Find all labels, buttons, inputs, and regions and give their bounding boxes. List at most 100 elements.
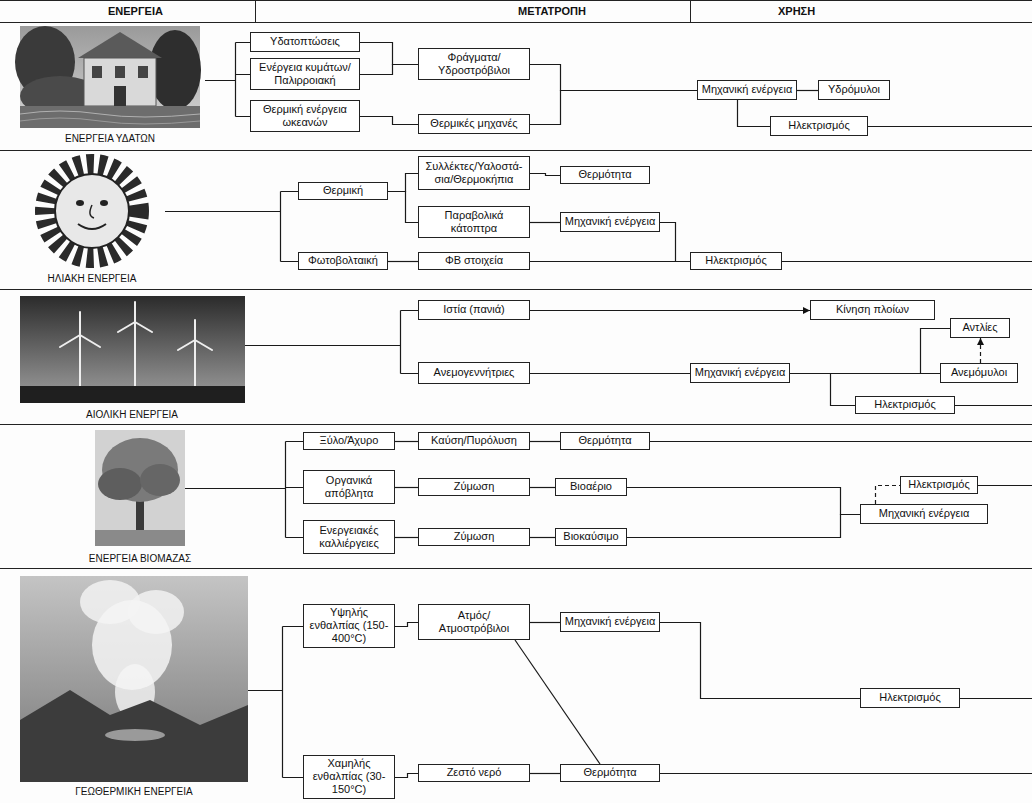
energy-box: Θερμικές μηχανές bbox=[418, 114, 530, 134]
energy-box: Κίνηση πλοίων bbox=[810, 300, 935, 320]
box-text: Μηχανική ενέργεια bbox=[879, 507, 970, 520]
energy-box: Θερμότητα bbox=[560, 764, 660, 782]
box-text: Θερμική bbox=[323, 184, 363, 197]
flow-connector bbox=[876, 486, 901, 505]
energy-box: Αντλίες bbox=[950, 318, 1010, 338]
flow-connector bbox=[530, 441, 560, 442]
image-caption: ΗΛΙΑΚΗ ΕΝΕΡΓΕΙΑ bbox=[48, 273, 137, 285]
box-text: Οργανικά απόβλητα bbox=[307, 474, 391, 500]
biomass-illustration bbox=[95, 430, 185, 546]
box-text: Βιοκαύσιμο bbox=[563, 530, 618, 543]
energy-box: Βιοαέριο bbox=[555, 478, 627, 496]
image-caption: ΕΝΕΡΓΕΙΑ ΥΔΑΤΩΝ bbox=[65, 133, 155, 145]
box-text: Θερμική ενέργεια ωκεανών bbox=[254, 103, 356, 129]
flow-connector bbox=[530, 91, 697, 125]
energy-box: Ζύμωση bbox=[418, 528, 530, 546]
box-text: Συλλέκτες/Υαλοστά- σια/Θερμοκήπια bbox=[422, 160, 526, 186]
flow-connector bbox=[395, 537, 418, 538]
box-text: Κίνηση πλοίων bbox=[836, 303, 909, 316]
box-text: Ζύμωση bbox=[454, 480, 495, 493]
flow-connector bbox=[360, 43, 418, 65]
energy-box: Ζύμωση bbox=[418, 478, 530, 496]
energy-box: Ξύλο/Άχυρο bbox=[303, 432, 395, 450]
flow-connector bbox=[395, 487, 418, 488]
box-text: Υδατοπτώσεις bbox=[270, 35, 340, 48]
box-text: Μηχανική ενέργεια bbox=[695, 366, 786, 379]
box-text: Θερμότητα bbox=[578, 168, 631, 181]
energy-box: Μηχανική ενέργεια bbox=[560, 612, 660, 632]
box-text: Παραβολικά κάτοπτρα bbox=[422, 209, 526, 235]
flow-connector bbox=[530, 65, 697, 91]
energy-box: Βιοκαύσιμο bbox=[555, 528, 627, 546]
flow-connector bbox=[797, 90, 818, 91]
energy-box: Μηχανική ενέργεια bbox=[697, 80, 797, 100]
energy-box: Υδρόμυλοι bbox=[818, 80, 890, 100]
energy-box: Ζεστό νερό bbox=[418, 764, 530, 782]
energy-box: Υδατοπτώσεις bbox=[250, 32, 360, 52]
box-text: Θερμότητα bbox=[583, 766, 636, 779]
flow-connector bbox=[660, 223, 690, 262]
box-text: Βιοαέριο bbox=[570, 480, 612, 493]
box-text: Ηλεκτρισμός bbox=[788, 119, 849, 132]
image-caption: ΓΕΩΘΕΡΜΙΚΗ ΕΝΕΡΓΕΙΑ bbox=[75, 786, 192, 798]
flow-connector bbox=[627, 515, 860, 538]
energy-box: Θερμότητα bbox=[560, 166, 650, 184]
source-bracket bbox=[245, 311, 418, 374]
box-text: Χαμηλής ενθαλπίας (30-150°C) bbox=[307, 757, 391, 797]
flow-connector bbox=[790, 329, 950, 374]
flow-connector bbox=[627, 488, 860, 515]
column-heading: ΧΡΗΣΗ bbox=[778, 5, 815, 18]
box-text: Ξύλο/Άχυρο bbox=[320, 434, 379, 447]
exit-line bbox=[868, 126, 1032, 127]
box-text: Ατμός/ Ατμοστρόβιλοι bbox=[422, 609, 526, 635]
box-text: Υψηλής ενθαλπίας (150-400°C) bbox=[307, 606, 391, 646]
flow-connector bbox=[515, 640, 600, 764]
column-heading: ΕΝΕΡΓΕΙΑ bbox=[108, 5, 163, 18]
box-text: Καύση/Πυρόλυση bbox=[431, 434, 517, 447]
box-text: Ενέργεια κυμάτων/ Παλιρροιακή bbox=[254, 61, 356, 87]
exit-line bbox=[660, 773, 1032, 774]
flow-connector bbox=[530, 261, 690, 262]
box-text: ΦΒ στοιχεία bbox=[445, 254, 503, 267]
exit-line bbox=[782, 261, 1032, 262]
image-caption: ΕΝΕΡΓΕΙΑ ΒΙΟΜΑΖΑΣ bbox=[89, 553, 191, 565]
energy-box: Ηλεκτρισμός bbox=[860, 688, 960, 708]
brackets-and-exits bbox=[165, 43, 1032, 778]
box-text: Μηχανική ενέργεια bbox=[565, 215, 656, 228]
source-bracket bbox=[248, 627, 303, 778]
exit-line bbox=[978, 485, 1032, 486]
energy-box: Θερμότητα bbox=[560, 432, 650, 450]
energy-box: Ηλεκτρισμός bbox=[770, 116, 868, 136]
flow-connector bbox=[530, 174, 560, 176]
exit-line bbox=[960, 698, 1032, 699]
flow-connector bbox=[395, 774, 418, 778]
energy-box: Υψηλής ενθαλπίας (150-400°C) bbox=[303, 604, 395, 648]
energy-box: Φράγματα/ Υδροστρόβιλοι bbox=[418, 48, 530, 80]
exit-line bbox=[955, 405, 1032, 406]
energy-box: Οργανικά απόβλητα bbox=[303, 470, 395, 504]
table-frame bbox=[0, 0, 1032, 569]
energy-box: Μηχανική ενέργεια bbox=[560, 212, 660, 232]
flow-connector bbox=[530, 310, 810, 311]
energy-box: Συλλέκτες/Υαλοστά- σια/Θερμοκήπια bbox=[418, 156, 530, 190]
flow-connector bbox=[530, 487, 555, 488]
box-text: Ανεμογεννήτριες bbox=[434, 366, 515, 379]
image-caption: ΑΙΟΛΙΚΗ ΕΝΕΡΓΕΙΑ bbox=[86, 409, 178, 421]
flow-connector bbox=[738, 100, 771, 127]
flow-connector bbox=[388, 261, 418, 262]
energy-box: ΦΒ στοιχεία bbox=[418, 252, 530, 270]
box-text: Φωτοβολταική bbox=[308, 254, 378, 267]
flow-connector bbox=[790, 374, 855, 406]
energy-box: Ανεμόμυλοι bbox=[940, 363, 1018, 383]
flow-connector bbox=[360, 65, 418, 75]
energy-box: Χαμηλής ενθαλπίας (30-150°C) bbox=[303, 755, 395, 799]
exit-line bbox=[650, 441, 1032, 442]
sun-illustration bbox=[45, 164, 139, 258]
box-text: Αντλίες bbox=[962, 321, 997, 334]
energy-box: Ανεμογεννήτριες bbox=[418, 362, 530, 384]
source-bracket bbox=[205, 43, 250, 117]
box-text: Ηλεκτρισμός bbox=[879, 691, 940, 704]
water-illustration bbox=[15, 26, 201, 128]
